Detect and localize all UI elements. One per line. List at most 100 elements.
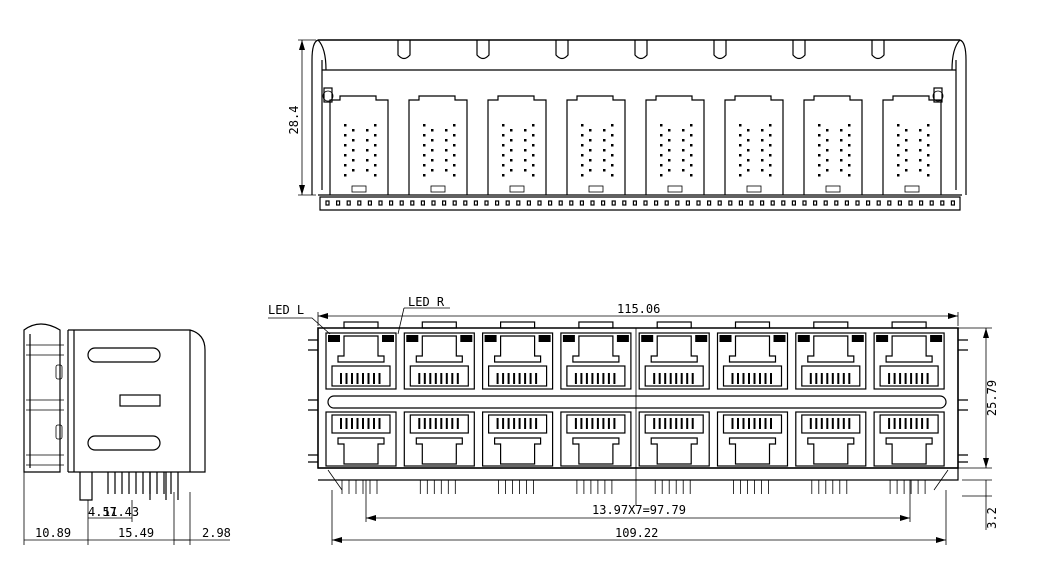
top-pin-dot bbox=[374, 154, 377, 157]
top-clip-tab bbox=[713, 40, 727, 60]
top-pin-dot bbox=[524, 159, 527, 162]
top-strip-pin bbox=[653, 200, 659, 206]
upper-contact bbox=[423, 373, 426, 384]
lower-contact bbox=[345, 418, 348, 429]
top-port-outline bbox=[487, 95, 547, 195]
top-pin-dot bbox=[897, 144, 900, 147]
lower-contact bbox=[899, 418, 902, 429]
overall-width-label: 115.06 bbox=[617, 302, 660, 316]
top-pin-dot bbox=[431, 149, 434, 152]
lower-contact bbox=[893, 418, 896, 429]
top-strip-pin bbox=[547, 200, 553, 206]
lower-port-frame bbox=[325, 411, 397, 467]
lower-contact bbox=[507, 418, 510, 429]
top-pin-dot bbox=[589, 169, 592, 172]
top-strip-pin bbox=[410, 200, 415, 206]
top-pin-dot bbox=[660, 164, 663, 167]
upper-contact bbox=[831, 373, 834, 384]
lower-contact bbox=[418, 418, 421, 429]
top-port bbox=[724, 95, 784, 195]
upper-contact bbox=[524, 373, 527, 384]
top-pin-dot bbox=[668, 129, 671, 132]
side-dim-b: 11.43 bbox=[103, 505, 139, 519]
lower-port bbox=[560, 411, 632, 467]
upper-contact bbox=[737, 373, 739, 384]
top-strip-pin bbox=[495, 200, 500, 206]
lower-contact bbox=[686, 418, 689, 429]
top-strip-pin bbox=[685, 200, 691, 206]
led-right-window bbox=[773, 335, 786, 342]
lower-port-frame bbox=[716, 411, 789, 467]
top-pin-dot bbox=[668, 149, 671, 152]
top-pin-dot bbox=[848, 124, 851, 127]
lower-contact bbox=[837, 418, 840, 429]
top-pin-dot bbox=[453, 174, 456, 177]
pin-span-label: 109.22 bbox=[615, 526, 658, 540]
top-pin-dot bbox=[374, 144, 377, 147]
top-strip-pin bbox=[770, 200, 775, 206]
top-pin-dot bbox=[668, 139, 671, 142]
pitch-label: 13.97X7=97.79 bbox=[592, 503, 686, 517]
lower-contact bbox=[759, 418, 761, 429]
top-pin-dot bbox=[524, 169, 527, 172]
side-view: 4.57 11.43 10.89 15.49 2.98 bbox=[23, 323, 231, 545]
top-port bbox=[408, 95, 468, 195]
upper-contact bbox=[373, 373, 375, 384]
top-pin-dot bbox=[581, 144, 584, 147]
top-pin-dot bbox=[919, 129, 922, 132]
top-pin-dot bbox=[423, 144, 426, 147]
top-pin-dot bbox=[344, 154, 347, 157]
top-pin-dot bbox=[897, 134, 900, 137]
led-left-window bbox=[562, 335, 575, 342]
top-pin-dot bbox=[374, 174, 377, 177]
upper-contact bbox=[826, 373, 829, 384]
top-port-latch bbox=[351, 185, 367, 193]
top-pin-dot bbox=[769, 124, 772, 127]
upper-contact bbox=[759, 373, 761, 384]
upper-contact bbox=[842, 373, 845, 384]
top-pin-dot bbox=[840, 159, 843, 162]
top-pin-dot bbox=[502, 124, 505, 127]
top-strip-pin bbox=[431, 200, 436, 206]
top-pin-dot bbox=[668, 169, 671, 172]
top-pin-dot bbox=[818, 144, 821, 147]
top-pin-dot bbox=[445, 149, 448, 152]
top-pin-dot bbox=[366, 139, 369, 142]
top-pin-dot bbox=[905, 159, 908, 162]
top-pin-dot bbox=[919, 169, 922, 172]
lower-contact-box bbox=[331, 414, 391, 434]
top-pin-dot bbox=[682, 149, 685, 152]
top-strip-pin bbox=[823, 200, 828, 206]
top-pin-dot bbox=[524, 129, 527, 132]
front-top-tab bbox=[891, 321, 927, 329]
top-strip-pin bbox=[675, 200, 680, 206]
side-peg bbox=[79, 472, 93, 501]
upper-port bbox=[403, 332, 475, 390]
top-strip-pin bbox=[357, 200, 362, 206]
top-pin-dot bbox=[445, 159, 448, 162]
top-strip-pin bbox=[336, 200, 341, 206]
front-height-label: 25.79 bbox=[985, 380, 999, 416]
upper-contact bbox=[664, 373, 667, 384]
lower-port-frame bbox=[560, 411, 632, 467]
led-right-window bbox=[382, 335, 394, 342]
upper-contact bbox=[507, 373, 510, 384]
top-pin-dot bbox=[453, 154, 456, 157]
top-pin-dot bbox=[431, 139, 434, 142]
top-pin-dot bbox=[510, 129, 513, 132]
top-pin-dot bbox=[611, 144, 614, 147]
upper-port bbox=[325, 332, 397, 390]
upper-contact bbox=[837, 373, 840, 384]
top-pin-dot bbox=[431, 159, 434, 162]
top-pin-dot bbox=[826, 129, 829, 132]
lower-contact bbox=[602, 418, 605, 429]
upper-plug-opening bbox=[415, 335, 463, 363]
upper-contact-box bbox=[566, 365, 626, 387]
top-pin-dot bbox=[826, 169, 829, 172]
lower-contact bbox=[518, 418, 521, 429]
upper-contact-box bbox=[488, 365, 548, 387]
upper-contact-box bbox=[722, 365, 783, 387]
top-pin-dot bbox=[660, 154, 663, 157]
upper-plug-opening bbox=[337, 335, 385, 363]
top-pin-dot bbox=[668, 159, 671, 162]
